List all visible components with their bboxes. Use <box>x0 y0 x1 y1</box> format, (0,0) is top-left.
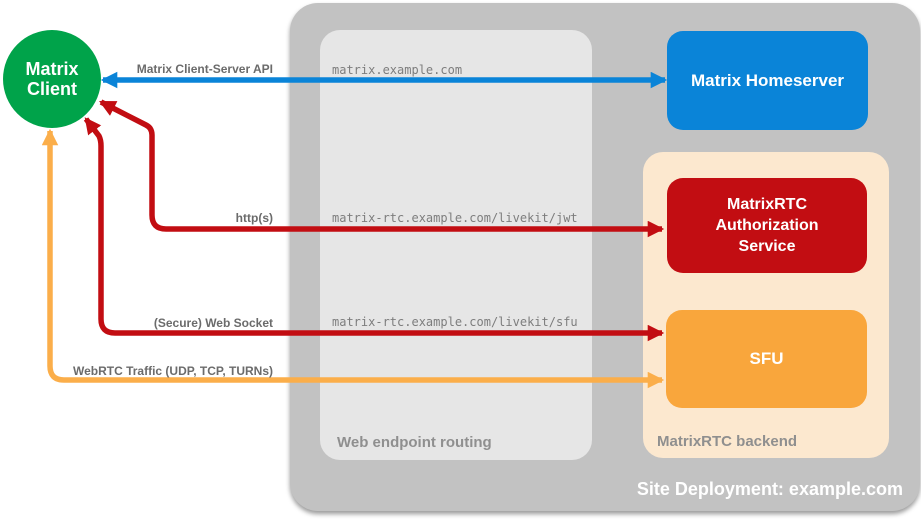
webrtc-traffic-arrow <box>41 128 665 389</box>
web-endpoint-routing-label: Web endpoint routing <box>337 434 492 451</box>
site-deployment-label: Site Deployment: example.com <box>636 479 903 499</box>
https-arrow-label: http(s) <box>235 211 273 225</box>
matrix-homeserver-node: Matrix Homeserver <box>667 31 868 130</box>
websocket-arrow-label: (Secure) Web Socket <box>153 316 273 330</box>
matrixrtc-backend-label: MatrixRTC backend <box>657 433 798 450</box>
matrix-homeserver-label: Matrix Homeserver <box>690 70 845 90</box>
webrtc-traffic-arrow-label: WebRTC Traffic (UDP, TCP, TURNs) <box>72 364 273 378</box>
matrixrtc-authorization-service-node: MatrixRTC Authorization Service <box>667 178 867 273</box>
sfu-node: SFU <box>666 310 867 408</box>
matrix-client-label: Matrix Client <box>25 59 79 99</box>
matrix-client-node: Matrix Client <box>3 30 101 128</box>
endpoint-livekit-sfu: matrix-rtc.example.com/livekit/sfu <box>332 315 578 329</box>
https-jwt-arrow <box>99 99 665 238</box>
websocket-sfu-arrow <box>83 117 665 342</box>
client-server-api-arrow-label: Matrix Client-Server API <box>136 62 273 76</box>
endpoint-livekit-jwt: matrix-rtc.example.com/livekit/jwt <box>332 211 578 225</box>
endpoint-matrix-example-com: matrix.example.com <box>332 63 463 77</box>
matrixrtc-authorization-service-label: MatrixRTC Authorization Service <box>715 196 819 255</box>
sfu-label: SFU <box>749 349 784 368</box>
